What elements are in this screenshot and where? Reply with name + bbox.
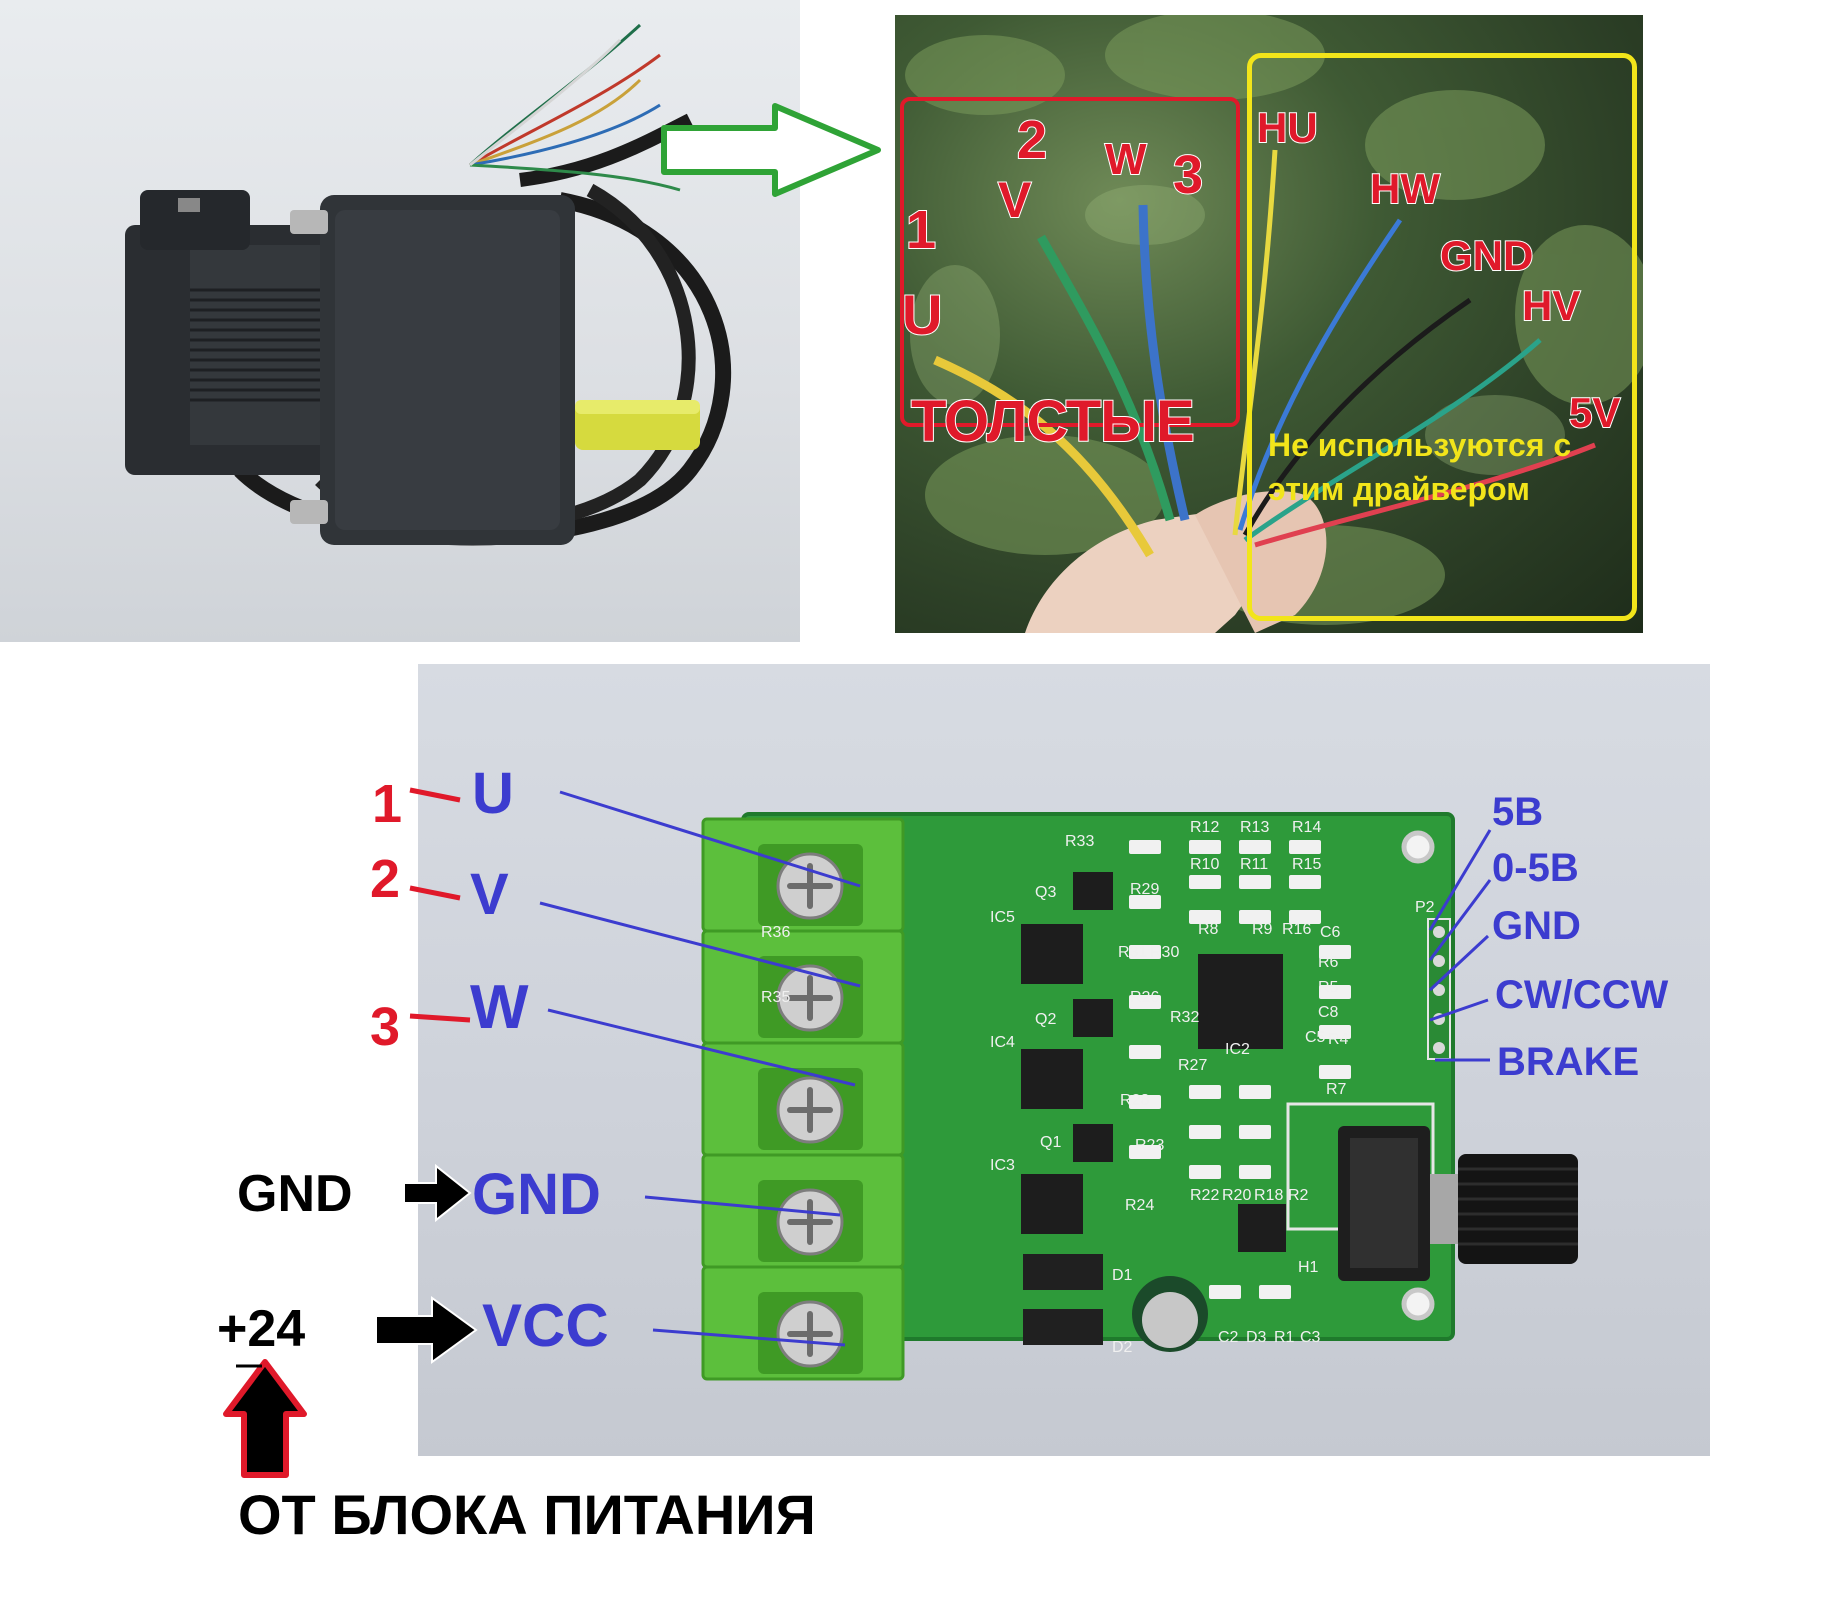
wires-photo <box>895 15 1643 633</box>
silkscreen-r29: R29 <box>1130 881 1160 898</box>
silkscreen-d2: D2 <box>1112 1339 1133 1356</box>
phase-number-2: 2 <box>370 849 401 909</box>
silkscreen-q2: Q2 <box>1035 1011 1057 1028</box>
wire-number-3: 3 <box>1172 145 1204 205</box>
wires-drawing <box>905 15 1643 633</box>
silkscreen-r20: R20 <box>1222 1187 1252 1204</box>
silkscreen-r28: R28 <box>1120 1092 1150 1109</box>
gnd-source-label: GND <box>237 1165 353 1223</box>
silkscreen-ic4: IC4 <box>990 1034 1015 1051</box>
phase-label-w: W <box>470 973 529 1042</box>
silkscreen-r31: R31 <box>1118 944 1148 961</box>
pin-label-cw-ccw: CW/CCW <box>1495 973 1669 1017</box>
silkscreen-r18: R18 <box>1254 1187 1284 1204</box>
wire-label-u: U <box>901 283 943 346</box>
wire-number-1: 1 <box>905 200 937 260</box>
silkscreen-ic5: IC5 <box>990 909 1015 926</box>
silkscreen-r7: R7 <box>1326 1081 1347 1098</box>
vcc-terminal-label: VCC <box>482 1292 609 1359</box>
silkscreen-r30: R30 <box>1150 944 1180 961</box>
board-photo <box>418 664 1710 1456</box>
silkscreen-r22: R22 <box>1190 1187 1220 1204</box>
silkscreen-r23: R23 <box>1135 1137 1165 1154</box>
silkscreen-r36: R36 <box>761 924 791 941</box>
motor-drawing <box>125 23 731 546</box>
silkscreen-r8: R8 <box>1198 921 1219 938</box>
silkscreen-r26: R26 <box>1130 989 1160 1006</box>
silkscreen-r11: R11 <box>1240 856 1269 873</box>
silkscreen-r13: R13 <box>1240 819 1270 836</box>
silkscreen-r33: R33 <box>1065 833 1095 850</box>
silkscreen-c6: C6 <box>1320 924 1341 941</box>
silkscreen-r16: R16 <box>1282 921 1312 938</box>
silkscreen-h1: H1 <box>1298 1259 1319 1276</box>
silkscreen-r15: R15 <box>1292 856 1322 873</box>
vcc-source-label: +24 <box>217 1300 306 1358</box>
power-supply-label: ОТ БЛОКА ПИТАНИЯ <box>238 1483 816 1546</box>
silkscreen-r5: R5 <box>1318 979 1339 996</box>
silkscreen-r4: R4 <box>1328 1031 1349 1048</box>
unused-wires-box <box>1247 53 1637 621</box>
hall-label-5v: 5V <box>1568 389 1621 436</box>
pin-label-0-5v: 0-5В <box>1492 846 1579 890</box>
gnd-terminal-label: GND <box>472 1162 601 1227</box>
pin-label-5v: 5В <box>1492 790 1544 834</box>
silkscreen-p2: P2 <box>1415 899 1435 916</box>
silkscreen-r6: R6 <box>1318 954 1339 971</box>
silkscreen-c5: C5 <box>1305 1029 1326 1046</box>
phase-label-v: V <box>470 862 509 927</box>
hall-label-hv: HV <box>1521 282 1581 329</box>
board-drawing <box>701 812 1578 1381</box>
unused-note: Не используются с этим драйвером <box>1268 427 1572 507</box>
wire-label-v: V <box>997 172 1032 228</box>
silkscreen-r14: R14 <box>1292 819 1322 836</box>
hall-label-hw: HW <box>1369 165 1441 212</box>
silkscreen-r1: R1 <box>1274 1329 1295 1346</box>
silkscreen-r24: R24 <box>1125 1197 1155 1214</box>
silkscreen-r9: R9 <box>1252 921 1273 938</box>
silkscreen-q3: Q3 <box>1035 884 1057 901</box>
pin-label-brake: BRAKE <box>1497 1040 1640 1084</box>
silkscreen-c3: C3 <box>1300 1329 1321 1346</box>
silkscreen-r12: R12 <box>1190 819 1220 836</box>
silkscreen-c8: C8 <box>1318 1004 1339 1021</box>
wire-label-w: W <box>1104 135 1148 184</box>
silkscreen-q1: Q1 <box>1040 1134 1062 1151</box>
silkscreen-ic3: IC3 <box>990 1157 1015 1174</box>
thick-wires-box <box>900 97 1240 427</box>
pin-label-gnd: GND <box>1492 904 1581 948</box>
silkscreen-ic2: IC2 <box>1225 1041 1250 1058</box>
silkscreen-d3: D3 <box>1246 1329 1267 1346</box>
silkscreen-d1: D1 <box>1112 1267 1133 1284</box>
phase-number-3: 3 <box>370 997 401 1057</box>
silkscreen-r27: R27 <box>1178 1057 1208 1074</box>
hall-label-hu: HU <box>1256 104 1319 151</box>
thick-wires-label: ТОЛСТЫЕ <box>910 389 1196 454</box>
phase-number-1: 1 <box>372 774 403 834</box>
silkscreen-r2: R2 <box>1288 1187 1309 1204</box>
silkscreen-r10: R10 <box>1190 856 1220 873</box>
silkscreen-r32: R32 <box>1170 1009 1200 1026</box>
silkscreen-r35: R35 <box>761 989 791 1006</box>
hall-label-gnd: GND <box>1439 232 1534 279</box>
phase-label-u: U <box>472 761 514 826</box>
silkscreen-c2: C2 <box>1218 1329 1239 1346</box>
wire-number-2: 2 <box>1016 110 1048 170</box>
